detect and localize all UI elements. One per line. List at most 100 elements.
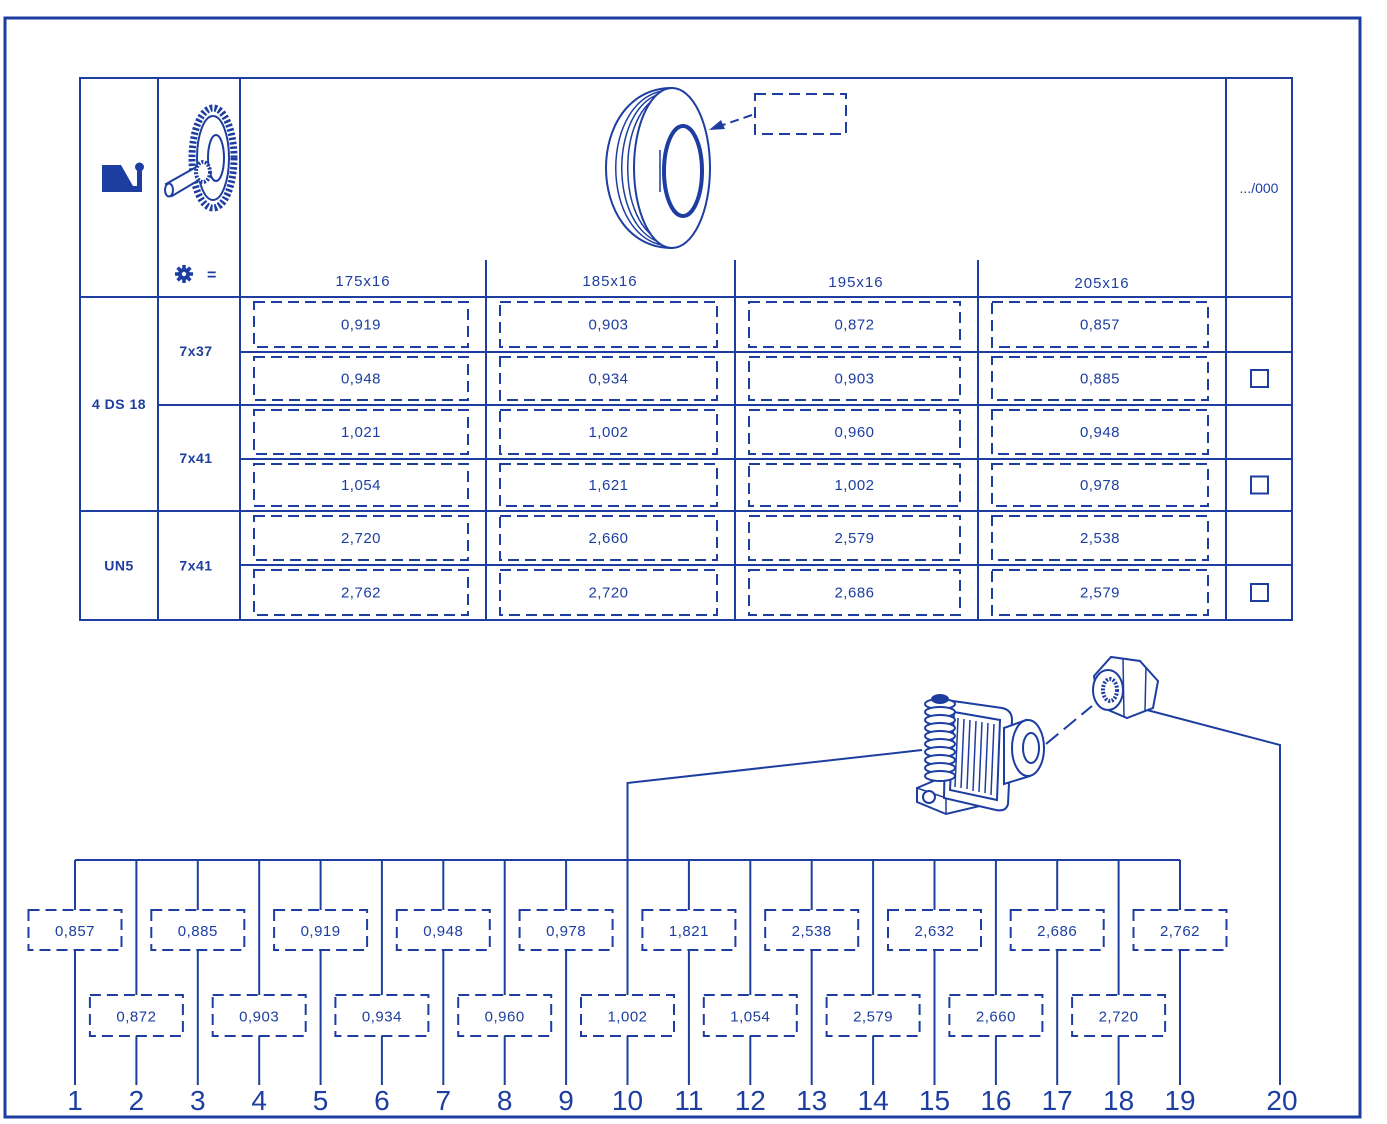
ratio-value-box xyxy=(499,463,718,507)
ratio-value: 0,885 xyxy=(1080,371,1120,388)
ratio-value-box xyxy=(991,569,1209,616)
part-ref-number: 13 xyxy=(796,1085,827,1116)
part-value: 0,919 xyxy=(301,923,341,940)
ratio-value-box xyxy=(253,409,469,455)
part-value: 0,903 xyxy=(239,1009,279,1026)
part-ref-number: 5 xyxy=(313,1085,329,1116)
part-value-box xyxy=(580,994,675,1037)
ratio-value: 0,919 xyxy=(341,317,381,334)
part-value-box xyxy=(88,994,184,1037)
part-ref-number: 9 xyxy=(558,1085,574,1116)
unit-label: .../000 xyxy=(1240,180,1279,196)
ratio-value: 2,579 xyxy=(1080,585,1120,602)
ratio-value: 0,978 xyxy=(1080,477,1120,494)
ratio-value: 1,621 xyxy=(588,477,628,494)
table-border xyxy=(79,77,1293,621)
ratio-value-box xyxy=(991,356,1209,401)
part-value: 0,978 xyxy=(546,923,586,940)
ratio-value-box xyxy=(499,409,718,455)
ratio-value: 2,720 xyxy=(588,585,628,602)
part-value: 0,857 xyxy=(55,923,95,940)
part-callout: 2,538 13 xyxy=(764,860,860,1116)
part-ref-number: 3 xyxy=(190,1085,206,1116)
part-value: 2,538 xyxy=(792,923,832,940)
callout-arrow-line xyxy=(719,114,753,127)
table-grid xyxy=(80,78,1292,620)
ratio-value: 1,021 xyxy=(341,424,381,441)
ratio-value: 2,720 xyxy=(341,530,381,547)
ratio-value: 1,054 xyxy=(341,477,381,494)
part-value: 1,054 xyxy=(730,1009,770,1026)
part-value: 0,872 xyxy=(116,1009,156,1026)
part-value: 2,579 xyxy=(853,1009,893,1026)
assembly-leader-line xyxy=(626,749,923,860)
row-select-checkbox[interactable] xyxy=(1250,475,1269,495)
gearbox-type-label: UN5 xyxy=(104,558,134,574)
part-value: 0,934 xyxy=(362,1009,402,1026)
gear-ratio-label: 7x37 xyxy=(179,343,212,359)
tire-size-column-header: 175x16 xyxy=(335,273,390,290)
part-ref-number: 19 xyxy=(1164,1085,1195,1116)
part-callout: 0,934 6 xyxy=(334,860,430,1116)
part-value: 2,686 xyxy=(1037,923,1077,940)
tire-icon xyxy=(605,86,711,250)
part-ref-number: 2 xyxy=(129,1085,145,1116)
ratio-value: 0,948 xyxy=(1080,424,1120,441)
part-value: 2,660 xyxy=(976,1009,1016,1026)
speedometer-drive-assembly-icon xyxy=(916,694,1045,816)
part-value: 1,002 xyxy=(607,1009,647,1026)
ratio-value: 0,948 xyxy=(341,371,381,388)
part-ref-number: 20 xyxy=(1266,1085,1297,1116)
ratio-value: 2,579 xyxy=(834,530,874,547)
part-callouts: 0,85710,87220,88530,90340,91950,93460,94… xyxy=(27,860,1228,1116)
part-value-box xyxy=(273,909,369,951)
part-value: 0,960 xyxy=(485,1009,525,1026)
part-callout: 1,002 10 xyxy=(580,860,675,1116)
ratio-value-box xyxy=(499,356,718,401)
ratio-value-box xyxy=(748,301,961,348)
callout-arrowhead xyxy=(709,120,725,130)
part-value: 2,720 xyxy=(1099,1009,1139,1026)
part-ref-number: 6 xyxy=(374,1085,390,1116)
part-ref-number: 17 xyxy=(1042,1085,1073,1116)
part-ref-number: 15 xyxy=(919,1085,950,1116)
tire-size-column-header: 195x16 xyxy=(828,274,883,291)
part-value-box xyxy=(150,909,246,951)
part-callout: 0,960 8 xyxy=(457,860,553,1116)
ratio-value-box xyxy=(253,515,469,561)
ratio-value-box xyxy=(748,569,961,616)
ratio-value-box xyxy=(748,515,961,561)
part-ref-number: 8 xyxy=(497,1085,513,1116)
tire-size-callout xyxy=(709,93,847,135)
tire-marking-box xyxy=(754,93,847,135)
ratio-value-box xyxy=(253,356,469,401)
ratio-value: 0,934 xyxy=(588,371,628,388)
ratio-value-box xyxy=(253,569,469,616)
part-value-box xyxy=(641,909,737,951)
part-ref-number: 11 xyxy=(674,1085,703,1116)
part-value-box xyxy=(518,909,614,951)
part-callout: 0,978 9 xyxy=(518,860,614,1116)
row-select-checkbox[interactable] xyxy=(1250,583,1269,602)
tire-size-column-header: 185x16 xyxy=(582,273,637,290)
ratio-value: 0,872 xyxy=(834,317,874,334)
part-value-box xyxy=(887,909,982,951)
row-select-checkbox[interactable] xyxy=(1250,369,1269,388)
gear-ratio-label: 7x41 xyxy=(179,450,212,466)
ratio-value: 2,538 xyxy=(1080,530,1120,547)
ratio-value: 2,686 xyxy=(834,585,874,602)
ratio-value: 1,002 xyxy=(588,424,628,441)
part-ref-number: 10 xyxy=(612,1085,643,1116)
assembly-to-nut-link xyxy=(1045,705,1093,745)
